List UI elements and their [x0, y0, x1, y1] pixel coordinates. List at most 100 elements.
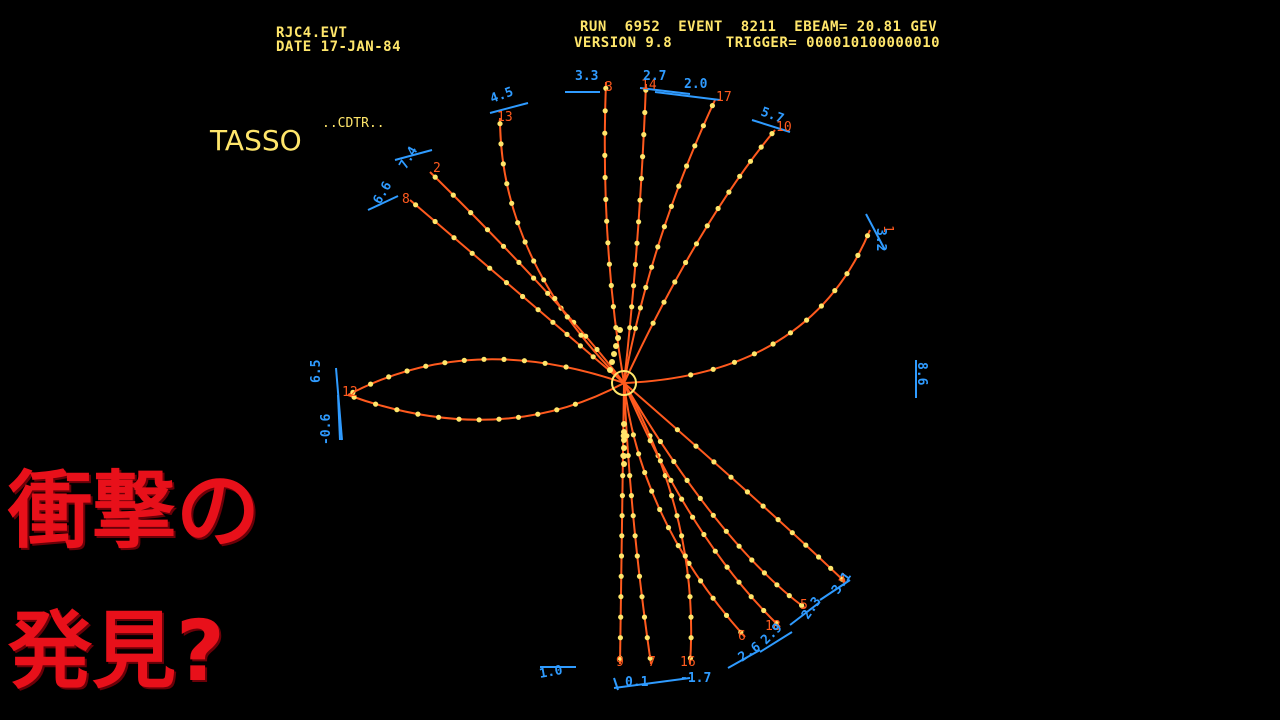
momentum-tick-14 [639, 87, 691, 95]
track-id-10: 10 [776, 120, 792, 135]
hit-6-4 [649, 488, 655, 494]
hit-8-2 [577, 343, 584, 349]
hit-2-5 [545, 290, 551, 296]
hit-8-7 [503, 280, 510, 286]
hit-12b-4 [501, 356, 507, 362]
extra-momentum-label-1: 8.6 [914, 362, 929, 386]
momentum-label-3: 3.3 [575, 69, 598, 84]
hit-8-6 [520, 293, 526, 300]
momentum-label-4: 3.1 [829, 569, 855, 597]
hit-8-1 [590, 354, 596, 360]
hit-14-10 [641, 132, 647, 138]
hit-8-8 [487, 265, 493, 271]
momentum-tick-5 [789, 601, 821, 626]
hit-6-10 [710, 595, 716, 601]
hit-4-1 [674, 427, 681, 433]
hit-16-9 [687, 594, 693, 600]
extra-momentum-tick-0 [337, 394, 341, 441]
hit-4-6 [760, 503, 766, 509]
hit-6-2 [636, 451, 642, 457]
hit-4-3 [711, 459, 717, 465]
hit-10-3 [672, 279, 678, 285]
hit-16-10 [688, 614, 694, 620]
vertex-hit-up-2 [613, 343, 619, 349]
hit-2-12 [432, 174, 438, 180]
hit-18-9 [736, 579, 742, 585]
track-9 [619, 382, 625, 665]
hit-5-2 [671, 458, 677, 465]
hit-1-8 [818, 303, 825, 309]
hit-6-1 [630, 432, 637, 438]
momentum-label-14: 2.7 [643, 69, 666, 84]
hit-16-4 [669, 493, 675, 499]
hit-14-6 [636, 219, 642, 225]
hit-5-9 [761, 570, 768, 576]
hit-1-10 [844, 271, 850, 277]
hit-5-8 [749, 557, 755, 563]
track-1 [623, 229, 871, 384]
hit-12-11 [373, 401, 379, 407]
track-id-18: 18 [765, 619, 781, 634]
hit-17-3 [643, 284, 649, 291]
hit-16-5 [674, 513, 680, 519]
hit-13-6 [522, 239, 528, 245]
hit-10-12 [769, 131, 775, 137]
hit-8-4 [550, 319, 556, 325]
hit-5-5 [710, 512, 716, 518]
hit-2-6 [531, 275, 537, 281]
hit-8-9 [469, 250, 475, 256]
momentum-label-8: 6.6 [370, 179, 395, 207]
track-8 [409, 199, 625, 384]
hit-2-8 [500, 243, 507, 249]
momentum-label-9: 0.1 [625, 675, 649, 690]
hit-18-4 [679, 496, 685, 502]
hit-12-7 [456, 416, 462, 422]
hit-16-8 [685, 573, 691, 579]
hit-14-7 [637, 197, 643, 203]
hit-4-8 [789, 530, 795, 536]
hit-6-6 [665, 525, 672, 531]
vertex-marker [611, 370, 637, 396]
momentum-label-17: 2.0 [684, 77, 708, 92]
hit-8-3 [564, 331, 570, 337]
vertex-hit-up-0 [617, 327, 623, 333]
vertex-hit-up-3 [611, 351, 617, 357]
hit-14-5 [634, 240, 640, 246]
hit-9-11 [617, 635, 624, 641]
hit-7-8 [636, 573, 643, 579]
hit-6-7 [675, 543, 681, 549]
detector-name: TASSO [210, 124, 302, 157]
hit-10-4 [683, 259, 689, 266]
hit-16-12 [687, 655, 694, 661]
hit-1-1 [688, 372, 694, 378]
track-12 [347, 382, 625, 421]
hit-12-8 [436, 414, 442, 420]
hit-10-6 [704, 223, 710, 229]
hit-10-10 [747, 158, 754, 164]
hit-9-3 [620, 473, 626, 479]
track-id-4: 4 [838, 572, 846, 587]
hit-17-7 [668, 203, 675, 209]
hit-12-6 [476, 417, 482, 423]
hit-18-10 [748, 594, 754, 600]
hit-10-7 [715, 205, 721, 212]
momentum-tick-9 [613, 677, 619, 691]
hit-18-7 [712, 548, 718, 554]
hit-18-12 [773, 620, 780, 627]
hit-2-10 [468, 210, 474, 216]
hit-1-11 [855, 252, 861, 258]
hit-8-10 [451, 235, 457, 241]
hit-7-12 [647, 655, 653, 661]
track-7 [623, 382, 652, 665]
hit-12b-8 [423, 363, 429, 369]
hit-13-7 [515, 220, 521, 226]
hit-3-3 [608, 282, 614, 289]
hit-5-4 [697, 495, 703, 501]
hit-18-6 [701, 531, 707, 538]
hit-6-3 [642, 469, 648, 476]
extra-momentum-label-0: -0.6 [319, 414, 334, 445]
hit-5-6 [723, 528, 729, 534]
hit-4-7 [775, 517, 781, 523]
track-id-7: 7 [648, 655, 656, 670]
hit-13-12 [497, 121, 503, 127]
